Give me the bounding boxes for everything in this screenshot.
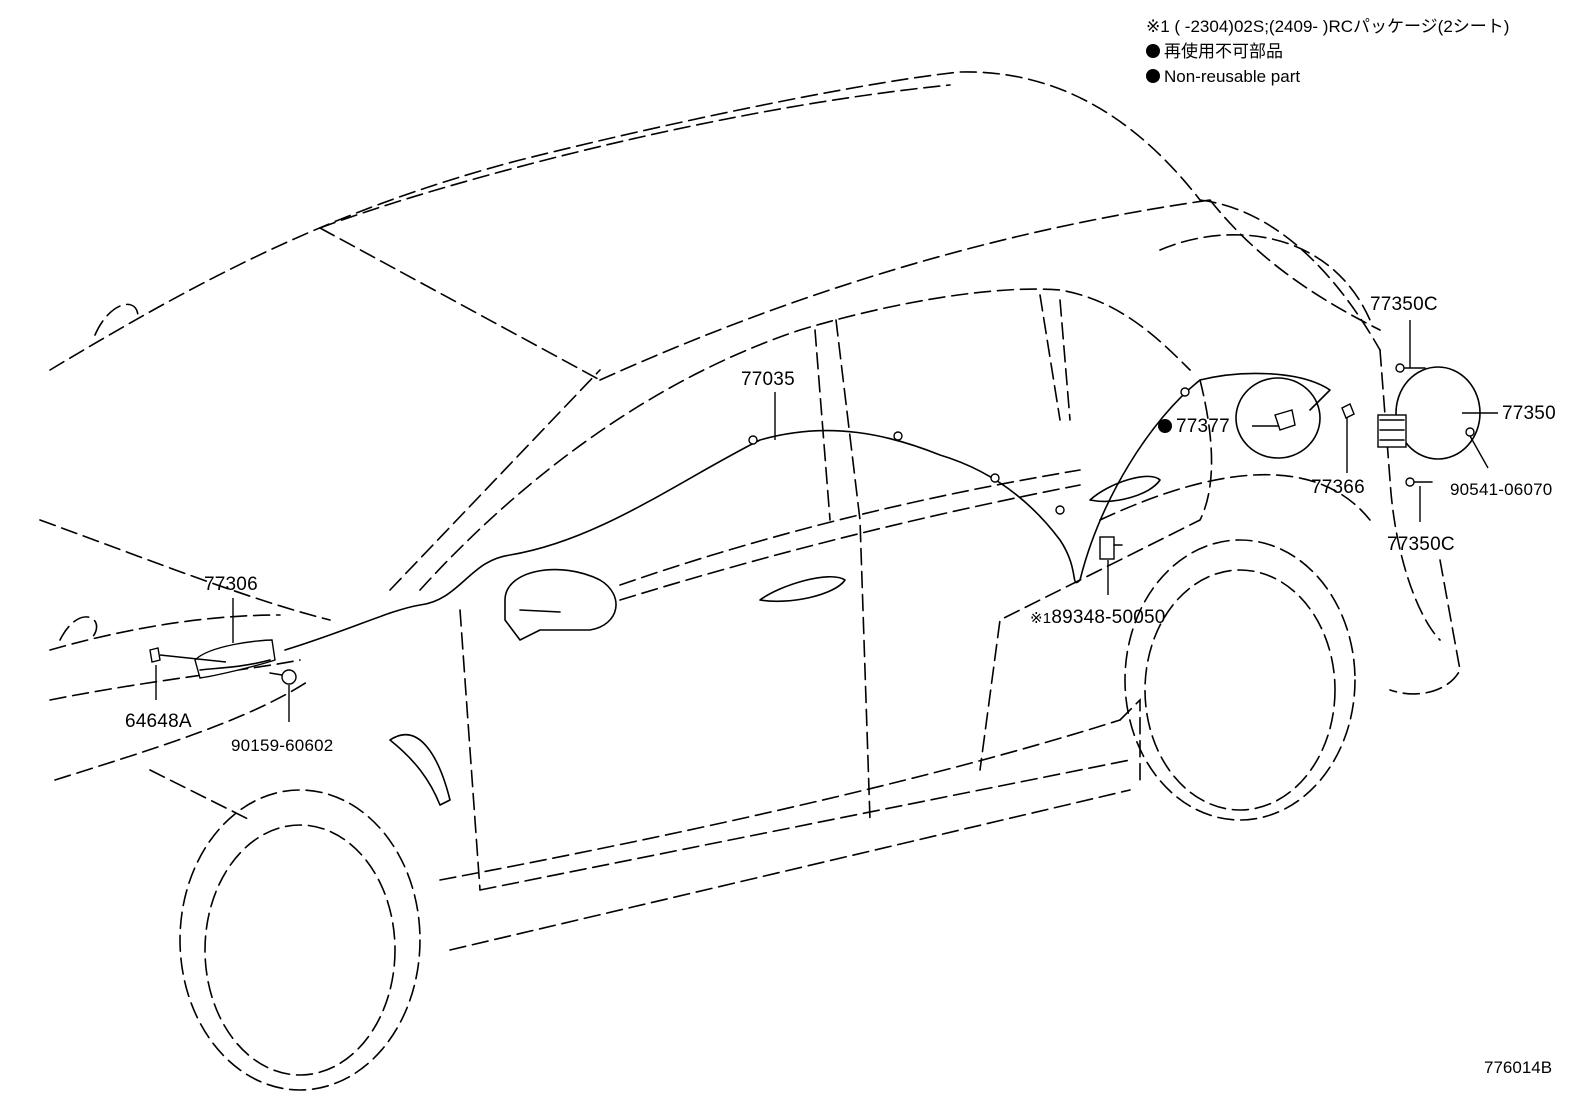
legend-non-reusable-jp: 再使用不可部品 <box>1146 39 1509 64</box>
label-77306[interactable]: 77306 <box>204 574 258 595</box>
label-64648a[interactable]: 64648A <box>125 711 192 732</box>
legend: ※1 ( -2304)02S;(2409- )RCパッケージ(2シート) 再使用… <box>1146 14 1509 89</box>
screw-90541 <box>1465 427 1475 437</box>
label-90159-60602[interactable]: 90159-60602 <box>231 736 334 755</box>
legend-en-text: Non-reusable part <box>1164 67 1301 86</box>
leader-lines <box>155 320 1498 722</box>
opener-lever <box>194 639 276 679</box>
front-wheel <box>179 789 421 1091</box>
clip-64648a <box>149 647 161 663</box>
legend-non-reusable-en: Non-reusable part <box>1146 64 1509 89</box>
bolt-90159 <box>269 669 297 685</box>
door-handle-rear <box>1089 475 1161 503</box>
sensor-89348 <box>1099 536 1123 560</box>
label-89348-note: ※1 <box>1030 610 1052 627</box>
label-89348-text: 89348-50050 <box>1051 607 1166 628</box>
label-77366[interactable]: 77366 <box>1311 477 1365 498</box>
car-outline <box>39 71 1461 951</box>
non-reusable-dot-icon <box>1146 69 1160 83</box>
label-77350[interactable]: 77350 <box>1502 403 1556 424</box>
label-77350c-top[interactable]: 77350C <box>1370 294 1438 315</box>
label-77377-text: 77377 <box>1176 416 1230 437</box>
non-reusable-dot-icon <box>1158 419 1172 433</box>
non-reusable-dot-icon <box>1146 44 1160 58</box>
label-90541-06070[interactable]: 90541-06070 <box>1450 480 1553 499</box>
door-handle-front <box>759 576 846 603</box>
side-mirror <box>504 568 617 641</box>
rear-wheel <box>1124 539 1356 821</box>
label-77377[interactable]: 77377 <box>1158 416 1230 438</box>
fuel-opener-cable <box>284 372 1331 651</box>
drawing-id: 776014B <box>1484 1058 1553 1077</box>
label-77350c-bottom[interactable]: 77350C <box>1387 534 1455 555</box>
label-89348-50050[interactable]: ※189348-50050 <box>1030 607 1166 629</box>
label-77035[interactable]: 77035 <box>741 369 795 390</box>
legend-footnote: ※1 ( -2304)02S;(2409- )RCパッケージ(2シート) <box>1146 17 1510 36</box>
lid-bushing <box>1341 403 1355 419</box>
fuel-door-opening <box>1235 377 1321 459</box>
clip-77350c-top <box>1395 363 1426 373</box>
clip-77350c-bottom <box>1405 477 1433 487</box>
legend-jp-text: 再使用不可部品 <box>1164 42 1283 61</box>
fender-vent <box>389 733 451 806</box>
